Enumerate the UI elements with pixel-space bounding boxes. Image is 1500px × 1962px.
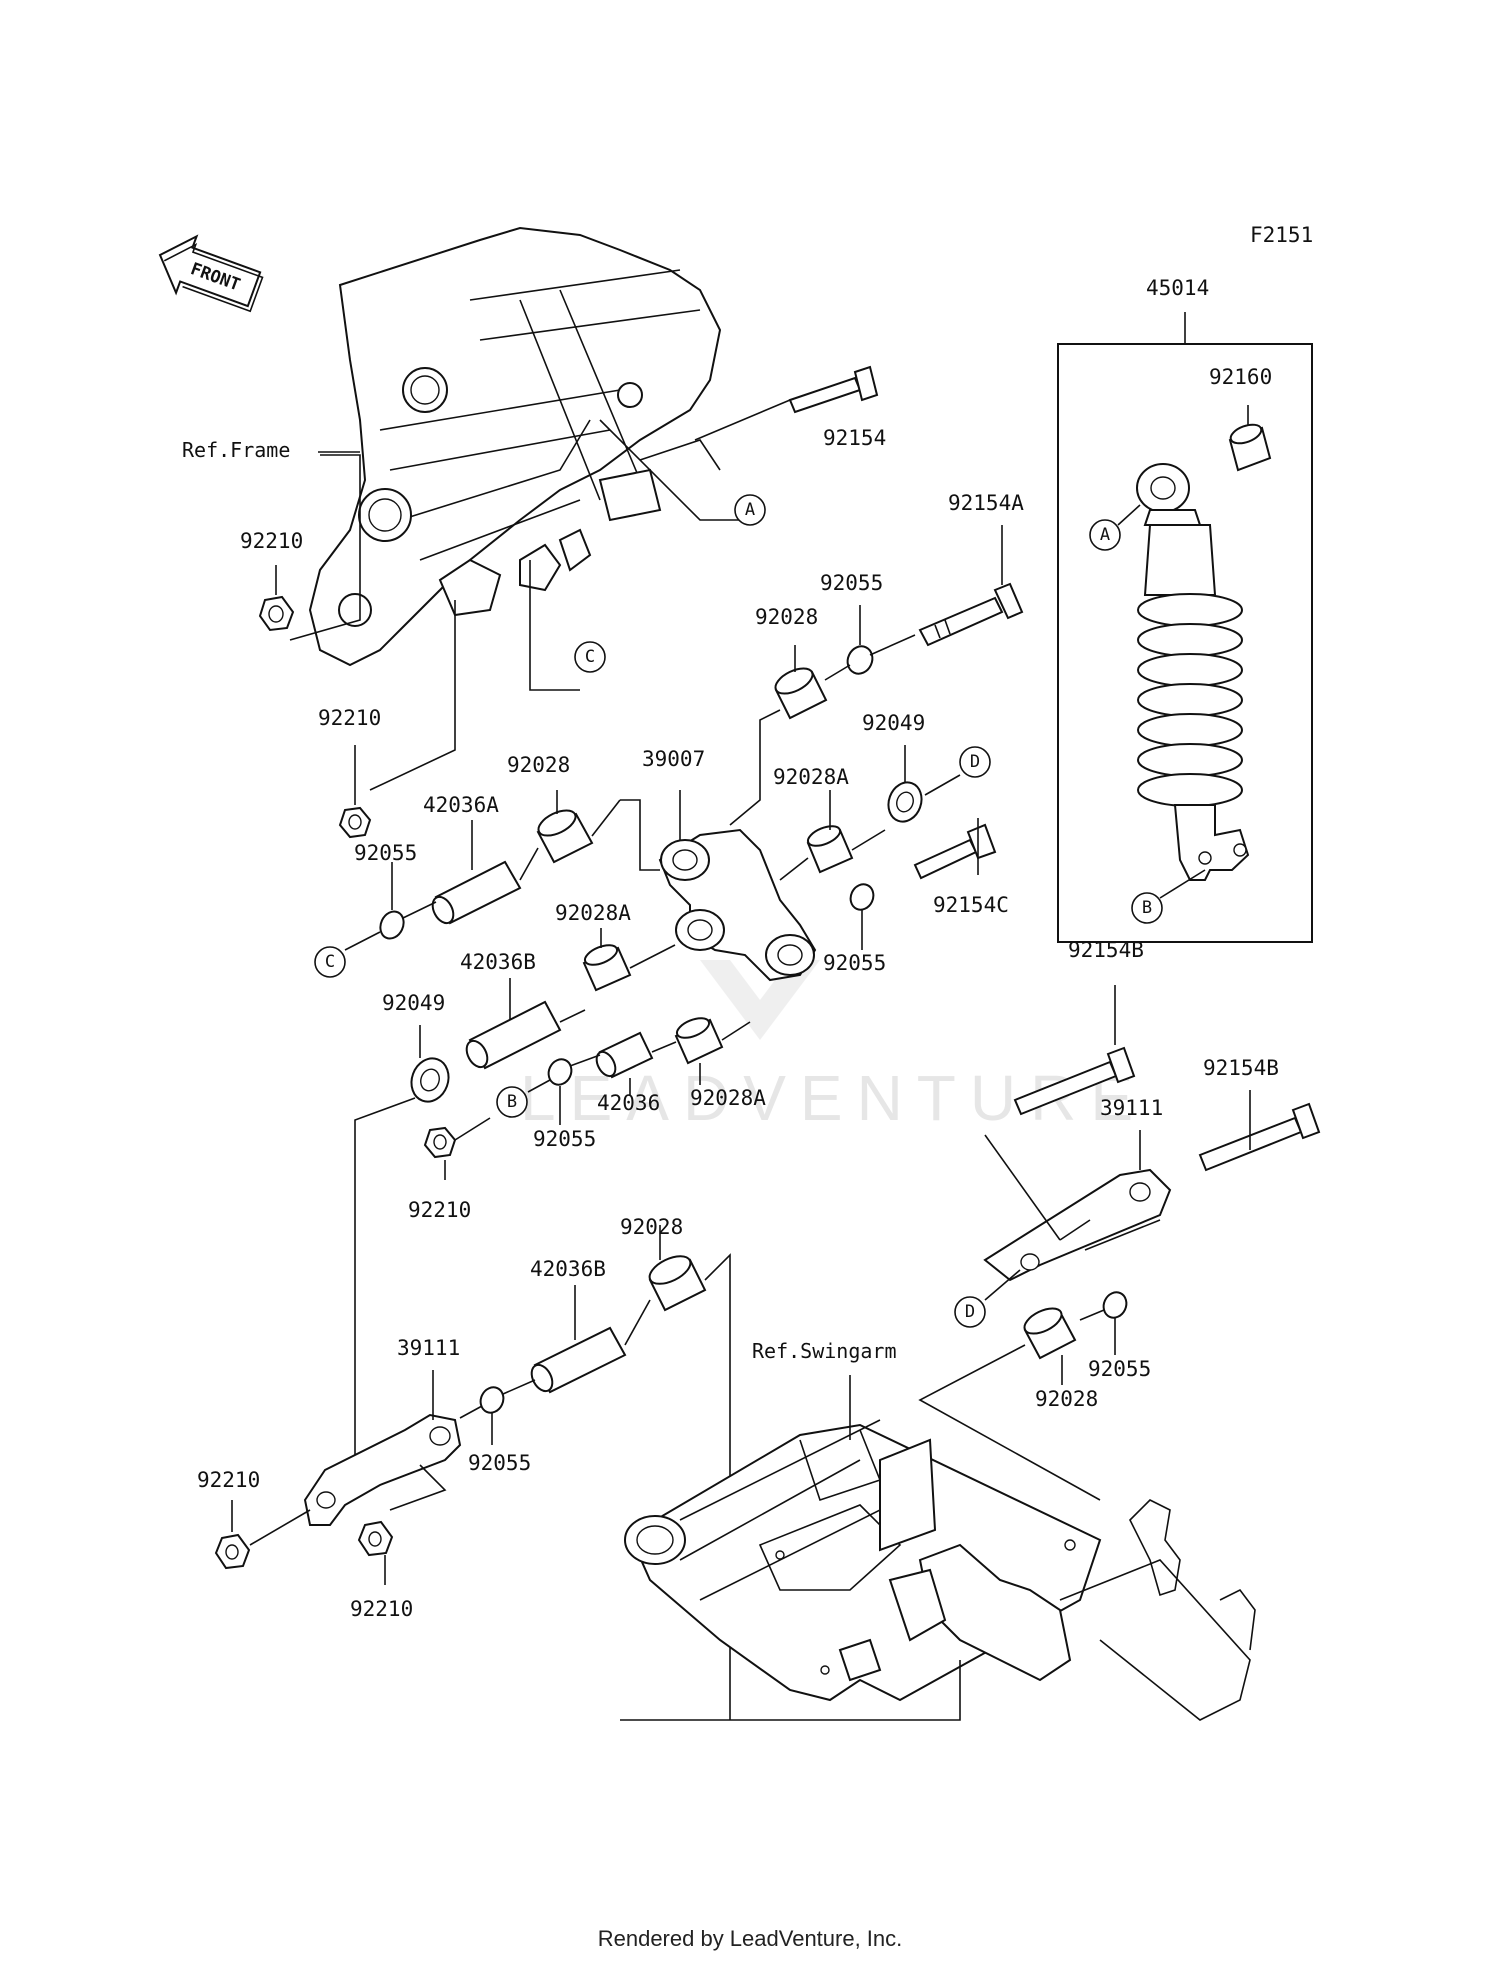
callout-D-linkage: D (959, 746, 991, 778)
sleeve-42036B-upper (465, 1000, 562, 1070)
tie-rod-39111-left (303, 1413, 462, 1526)
bushing-92028-lower (648, 1255, 707, 1312)
figure-code: F2151 (1250, 223, 1313, 247)
ring-92055-lower-left (479, 1386, 505, 1414)
ref-frame-label: Ref.Frame (182, 438, 290, 462)
label-92028-left: 92028 (507, 753, 570, 777)
shock-spring (1137, 593, 1243, 807)
nut-92210-second (338, 806, 372, 839)
label-92028A-upper: 92028A (773, 765, 849, 789)
swingarm-drawing (624, 1419, 1256, 1721)
label-92055-lower-left: 92055 (468, 1451, 531, 1475)
callout-D-tierod: D (954, 1296, 986, 1328)
svg-text:B: B (507, 1092, 517, 1112)
bushing-92160 (1228, 423, 1272, 472)
bolt-92154C (913, 823, 997, 880)
label-42036B-lower: 42036B (530, 1257, 606, 1281)
label-92055-right: 92055 (1088, 1357, 1151, 1381)
label-42036: 42036 (597, 1091, 660, 1115)
label-92028A-lower: 92028A (690, 1086, 766, 1110)
callout-B-shock: B (1131, 892, 1163, 924)
label-42036B-upper: 42036B (460, 950, 536, 974)
label-92055-mid: 92055 (823, 951, 886, 975)
nut-92210-lower-left (214, 1533, 251, 1570)
shock-absorber-45014 (1136, 463, 1250, 881)
bolt-92154B-right (1198, 1102, 1321, 1172)
label-92049-left: 92049 (382, 991, 445, 1015)
footer-credit: Rendered by LeadVenture, Inc. (598, 1926, 903, 1951)
ref-swingarm-label: Ref.Swingarm (752, 1339, 897, 1363)
callout-A-frame: A (734, 494, 766, 526)
label-92049-upper: 92049 (862, 711, 925, 735)
label-92210-lower-left: 92210 (197, 1468, 260, 1492)
bolt-92154A (918, 582, 1024, 647)
callout-B-linkage: B (496, 1086, 528, 1118)
svg-text:C: C (325, 952, 335, 972)
label-92154B-right: 92154B (1203, 1056, 1279, 1080)
bolt-92154B-upper (1013, 1046, 1136, 1116)
callout-A-shock: A (1089, 519, 1121, 551)
ring-92055-lower (547, 1058, 573, 1086)
svg-text:D: D (965, 1302, 975, 1322)
label-92154B-upper: 92154B (1068, 938, 1144, 962)
front-arrow-icon: FRONT (158, 234, 264, 313)
label-92055-upper: 92055 (820, 571, 883, 595)
tie-rod-39111-right (983, 1168, 1172, 1282)
label-39111-left: 39111 (397, 1336, 460, 1360)
frame-drawing (308, 226, 722, 667)
callout-C-frame: C (574, 641, 606, 673)
svg-text:A: A (1100, 525, 1110, 545)
sleeve-42036 (595, 1031, 654, 1079)
label-39007: 39007 (642, 747, 705, 771)
sleeve-42036B-lower (530, 1326, 627, 1394)
bolt-92154 (788, 365, 879, 414)
label-92154C: 92154C (933, 893, 1009, 917)
label-92210-lower-right: 92210 (350, 1597, 413, 1621)
bushing-92028-upper (774, 667, 828, 720)
label-45014: 45014 (1146, 276, 1209, 300)
svg-text:B: B (1142, 898, 1152, 918)
label-92028A-middle: 92028A (555, 901, 631, 925)
leader-C-frame (529, 560, 580, 691)
label-92055-left: 92055 (354, 841, 417, 865)
label-92028-right: 92028 (1035, 1387, 1098, 1411)
label-92160: 92160 (1209, 365, 1272, 389)
label-92154A: 92154A (948, 491, 1024, 515)
svg-text:D: D (970, 752, 980, 772)
nut-92210-mid (423, 1126, 457, 1159)
nut-92210-lower-right (357, 1520, 394, 1557)
bushing-92028A-lower (674, 1017, 724, 1065)
ring-92055-right (1102, 1291, 1128, 1319)
label-92028-lower: 92028 (620, 1215, 683, 1239)
label-92028-upper: 92028 (755, 605, 818, 629)
ring-92055-left (379, 910, 405, 940)
svg-text:C: C (585, 647, 595, 667)
label-42036A: 42036A (423, 793, 499, 817)
bushing-92028A-middle (582, 944, 632, 992)
label-92210-upper: 92210 (240, 529, 303, 553)
ring-92055-mid (849, 883, 875, 911)
label-92055-lower: 92055 (533, 1127, 596, 1151)
label-92154: 92154 (823, 426, 886, 450)
label-39111-right: 39111 (1100, 1096, 1163, 1120)
nut-92210-upper (258, 595, 295, 632)
callout-C-linkage: C (314, 946, 346, 978)
bushing-92028A-upper (806, 825, 854, 874)
link-plate-39007 (658, 828, 817, 982)
watermark-logo (700, 960, 820, 1040)
label-92210-mid: 92210 (408, 1198, 471, 1222)
ring-92055-upper (846, 645, 874, 675)
bushing-92028-right (1023, 1307, 1077, 1360)
leader-A-frame (599, 419, 740, 521)
svg-text:A: A (745, 500, 755, 520)
label-92210-second: 92210 (318, 706, 381, 730)
sleeve-42036A (431, 860, 522, 925)
bushing-92028-left (536, 809, 594, 864)
leader-92210-2 (369, 600, 456, 791)
